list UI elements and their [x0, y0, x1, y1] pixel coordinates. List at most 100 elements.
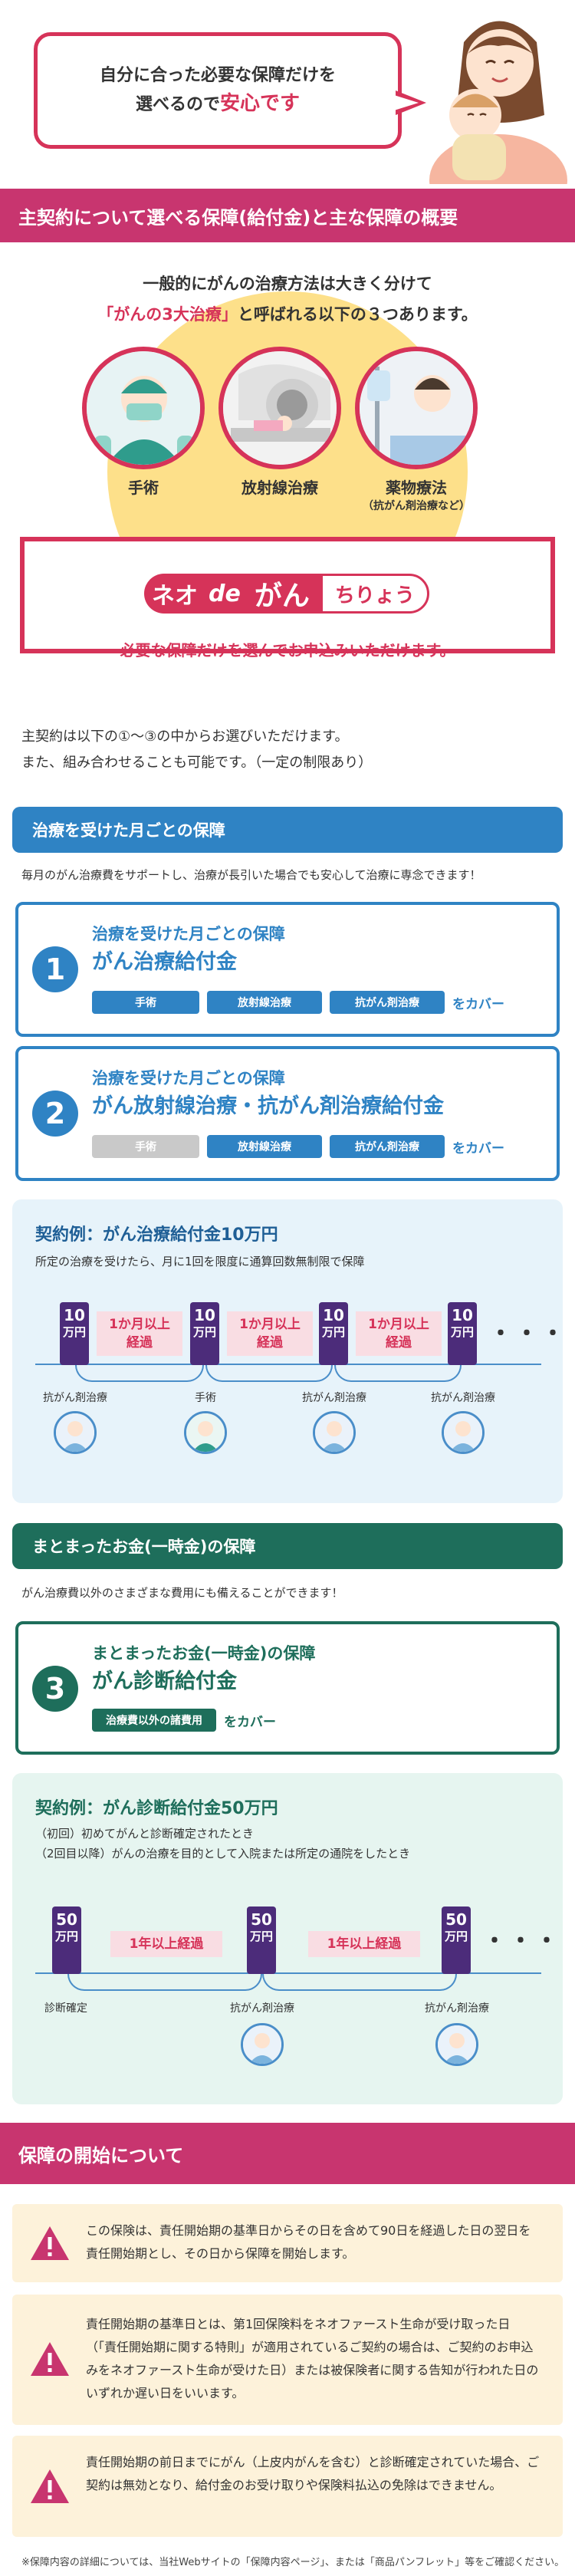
- card-title: がん放射線治療・抗がん剤治療給付金: [92, 1094, 444, 1118]
- card-title: がん診断給付金: [92, 1670, 237, 1693]
- section-band-coverage: 主契約について選べる保障(給付金)と主な保障の概要: [0, 189, 575, 242]
- card-chips: 治療費以外の諸費用 をカバー: [92, 1709, 276, 1732]
- interval-arc: [262, 1974, 457, 1991]
- radiation-machine-icon: [219, 347, 341, 469]
- method-label: 手術: [128, 479, 159, 497]
- chip-radiation: 放射線治療: [207, 1135, 322, 1158]
- card-subtitle: 治療を受けた月ごとの保障: [92, 925, 285, 943]
- footnote: ※保障内容の詳細については、当社Webサイトの「保障内容ページ」、または「商品パ…: [21, 2557, 565, 2568]
- example-subtitle-2: （2回目以降）がんの治療を目的として入院または所定の通院をしたとき: [35, 1847, 411, 1860]
- interval-label: 1年以上経過: [110, 1931, 222, 1957]
- event-label: 手術: [195, 1392, 216, 1404]
- event-label: 抗がん剤治療: [43, 1392, 107, 1404]
- method-radiation: 放射線治療: [219, 347, 341, 498]
- card-chips: 手術 放射線治療 抗がん剤治療 をカバー: [92, 991, 504, 1014]
- section-title: 主契約について選べる保障(給付金)と主な保障の概要: [18, 206, 458, 229]
- method-sublabel: （抗がん剤治療など）: [363, 500, 470, 512]
- product-caption: 必要な保障だけを選んでお申込みいただけます。: [120, 641, 455, 660]
- chip-surgery-excluded: 手術: [92, 1135, 199, 1158]
- hero-bubble: 自分に合った必要な保障だけを 選べるので安心です: [34, 32, 402, 149]
- product-logo: ネオ de がん ちりょう: [144, 574, 429, 614]
- surgery-icon: [82, 347, 205, 469]
- timeline-line: [35, 1972, 541, 1974]
- method-label: 放射線治療: [242, 479, 318, 497]
- lump-note: がん治療費以外のさまざまな費用にも備えることができます！: [21, 1586, 343, 1600]
- main-contract-text: 主契約は以下の①〜③の中からお選びいただけます。 また、組み合わせることも可能で…: [21, 729, 373, 771]
- bubble-tail-inner: [394, 95, 419, 110]
- example-title: 契約例：がん治療給付金10万円: [35, 1225, 278, 1245]
- event-label: 抗がん剤治療: [230, 2002, 294, 2015]
- hero-line1: 自分に合った必要な保障だけを: [99, 66, 336, 85]
- continuation-dots: ・・・: [483, 1928, 561, 1955]
- patient-icon: [435, 2023, 478, 2066]
- example-monthly: 契約例：がん治療給付金10万円 所定の治療を受けたら、月に1回を限度に通算回数無…: [12, 1199, 564, 1503]
- warning-text: この保険は、責任開始期の基準日からその日を含めて90日を経過した日の翌日を責任開…: [86, 2223, 531, 2261]
- warning-box: 責任開始期の基準日とは、第1回保険料をネオファースト生命が受け取った日（「責任開…: [12, 2295, 563, 2425]
- interval-label: 1年以上経過: [308, 1931, 420, 1957]
- chip-drug: 抗がん剤治療: [330, 991, 445, 1014]
- continuation-dots: ・・・: [489, 1321, 567, 1347]
- card-number: 1: [32, 946, 78, 992]
- method-label: 薬物療法: [386, 479, 447, 497]
- warning-icon: [31, 2342, 69, 2376]
- timeline-line: [35, 1364, 541, 1365]
- example-subtitle-1: （初回）初めてがんと診断確定されたとき: [35, 1827, 255, 1841]
- event-label: 抗がん剤治療: [431, 1392, 495, 1404]
- example-title: 契約例：がん診断給付金50万円: [35, 1799, 278, 1818]
- interval-label: 1か月以上経過: [227, 1311, 313, 1356]
- monthly-note: 毎月のがん治療費をサポートし、治療が長引いた場合でも安心して治療に専念できます！: [21, 868, 481, 882]
- warning-icon: [31, 2469, 69, 2503]
- band-lump-sum: まとまったお金(一時金)の保障: [12, 1523, 563, 1569]
- chip-drug: 抗がん剤治療: [330, 1135, 445, 1158]
- intro-text: 一般的にがんの治療方法は大きく分けて 「がんの3大治療」と呼ばれる以下の３つあり…: [97, 275, 478, 324]
- section-title: 保障の開始について: [18, 2144, 184, 2166]
- method-surgery: 手術: [82, 347, 205, 498]
- cover-text: をカバー: [452, 996, 504, 1012]
- patient-icon: [241, 2023, 284, 2066]
- warning-text: 責任開始期の前日までにがん（上皮内がんを含む）と診断確定されていた場合、ご契約は…: [86, 2455, 540, 2492]
- card-number: 2: [32, 1091, 78, 1137]
- card-chips: 手術 放射線治療 抗がん剤治療 をカバー: [92, 1135, 504, 1158]
- warning-icon: [31, 2226, 69, 2260]
- chip-radiation: 放射線治療: [207, 991, 322, 1014]
- chip-surgery: 手術: [92, 991, 199, 1014]
- band-monthly: 治療を受けた月ごとの保障: [12, 807, 563, 853]
- drug-therapy-icon: [355, 347, 478, 469]
- patient-icon: [184, 1411, 227, 1454]
- event-label: 抗がん剤治療: [425, 2002, 489, 2015]
- card-subtitle: まとまったお金(一時金)の保障: [92, 1644, 316, 1663]
- section-band-start: 保障の開始について: [0, 2123, 575, 2184]
- method-drug: 薬物療法 （抗がん剤治療など）: [355, 347, 478, 513]
- benefit-card-1: 1 治療を受けた月ごとの保障 がん治療給付金 手術 放射線治療 抗がん剤治療 を…: [15, 902, 560, 1037]
- interval-label: 1か月以上経過: [356, 1311, 442, 1356]
- hero-line2: 選べるので安心です: [135, 92, 301, 115]
- interval-arc: [67, 1974, 262, 1991]
- patient-icon: [313, 1411, 356, 1454]
- warning-box: この保険は、責任開始期の基準日からその日を含めて90日を経過した日の翌日を責任開…: [12, 2204, 563, 2282]
- patient-icon: [442, 1411, 485, 1454]
- card-title: がん治療給付金: [92, 950, 237, 974]
- intro-emphasis: 「がんの3大治療」: [97, 305, 238, 324]
- cover-text: をカバー: [452, 1140, 504, 1156]
- cover-text: をカバー: [224, 1714, 276, 1730]
- interval-arc: [205, 1365, 333, 1382]
- benefit-card-2: 2 治療を受けた月ごとの保障 がん放射線治療・抗がん剤治療給付金 手術 放射線治…: [15, 1046, 560, 1181]
- interval-arc: [334, 1365, 462, 1382]
- example-lump: 契約例：がん診断給付金50万円 （初回）初めてがんと診断確定されたとき （2回目…: [12, 1773, 563, 2104]
- interval-arc: [75, 1365, 204, 1382]
- card-subtitle: 治療を受けた月ごとの保障: [92, 1069, 285, 1087]
- card-number: 3: [32, 1666, 78, 1712]
- event-label: 抗がん剤治療: [302, 1392, 366, 1404]
- interval-label: 1か月以上経過: [97, 1311, 182, 1356]
- example-subtitle: 所定の治療を受けたら、月に1回を限度に通算回数無制限で保障: [35, 1255, 365, 1268]
- chip-other-costs: 治療費以外の諸費用: [92, 1709, 216, 1732]
- warning-text: 責任開始期の基準日とは、第1回保険料をネオファースト生命が受け取った日（「責任開…: [86, 2317, 539, 2400]
- hero-emphasis: 安心です: [220, 92, 301, 115]
